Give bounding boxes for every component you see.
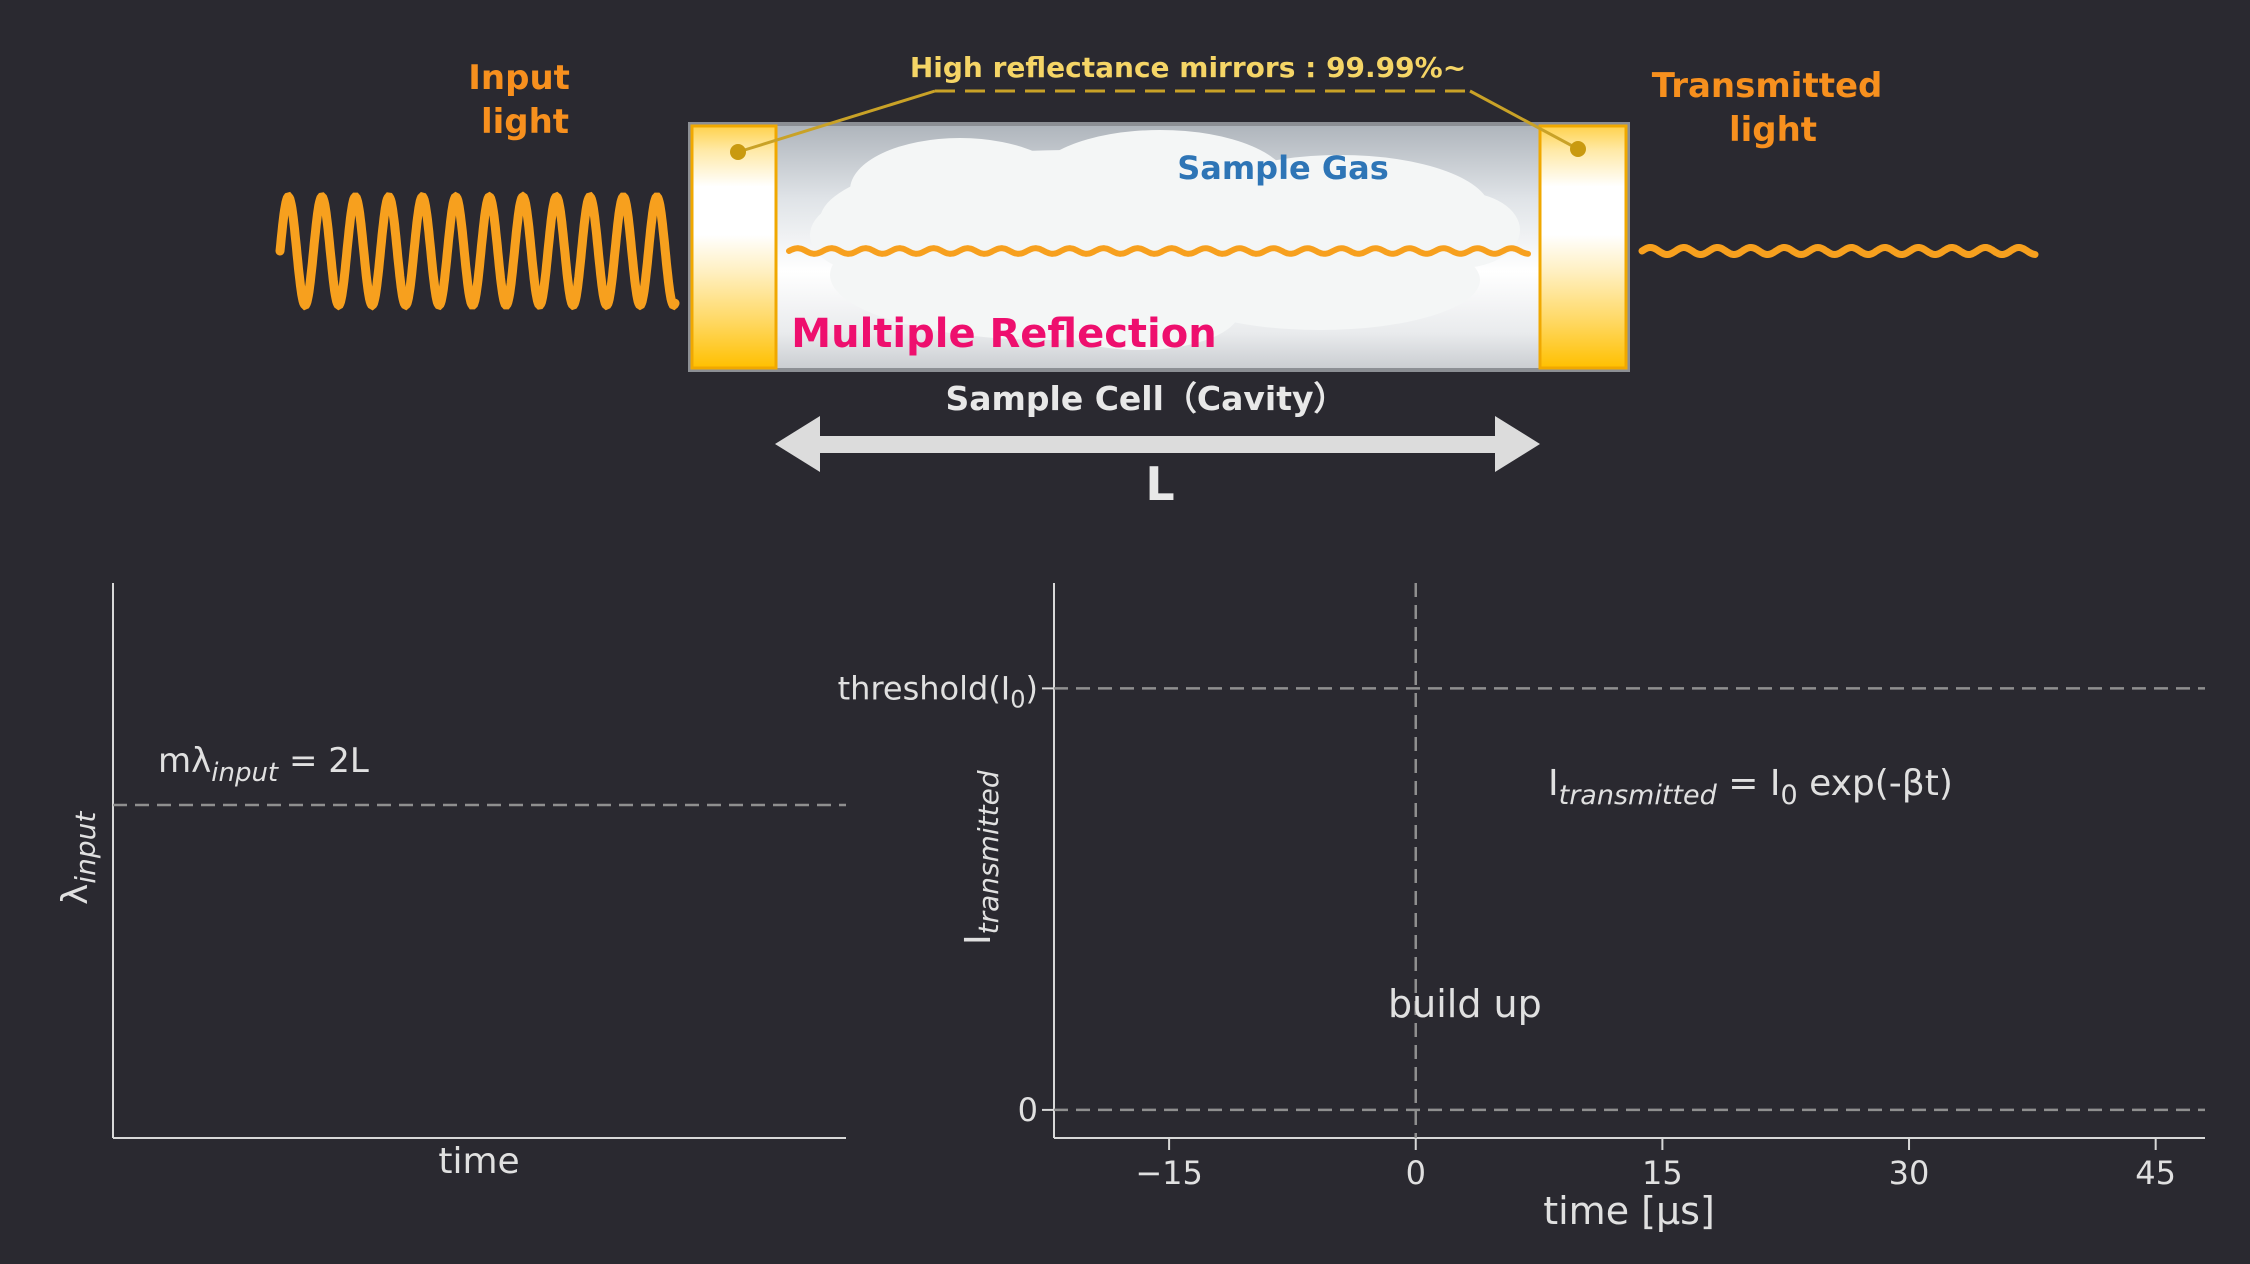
x-tick-label: 30	[1889, 1154, 1930, 1192]
y-tick-label-zero: 0	[1018, 1091, 1038, 1129]
mirror-callout-dot-left	[730, 144, 746, 160]
x-tick-label: 15	[1642, 1154, 1683, 1192]
left-plot-y-label: λinput	[55, 811, 102, 905]
build-up-label: build up	[1388, 982, 1542, 1026]
input-light-wave	[275, 191, 680, 311]
length-double-arrow	[775, 416, 1540, 472]
decay-formula-label: Itransmitted = I0 exp(-βt)	[1548, 763, 1953, 811]
cavity-light-wave	[786, 245, 1531, 257]
sample-gas-label: Sample Gas	[1177, 149, 1389, 187]
left-mirror	[690, 124, 778, 370]
x-tick-label: 0	[1406, 1154, 1426, 1192]
right-plot-y-label: Itransmitted	[958, 770, 1005, 945]
x-ticks: −15 0 15 30 45	[1135, 1138, 2176, 1192]
x-tick-label: −15	[1135, 1154, 1203, 1192]
transmitted-light-label: Transmitted light	[1652, 66, 1894, 150]
right-plot-x-label: time [μs]	[1543, 1189, 1715, 1233]
resonance-condition-label: mλinput = 2L	[158, 741, 369, 788]
length-label: L	[1145, 457, 1174, 511]
mirror-callout-leader-right	[1469, 89, 1579, 151]
left-plot: mλinput = 2L time λinput	[55, 583, 846, 1182]
multiple-reflection-label: Multiple Reflection	[791, 311, 1216, 357]
y-tick-label-threshold: threshold(I0)	[838, 669, 1038, 713]
mirror-reflectance-label: High reflectance mirrors : 99.99%~	[910, 51, 1466, 84]
x-tick-label: 45	[2135, 1154, 2176, 1192]
transmitted-light-wave	[1638, 243, 2039, 259]
sample-cell-label: Sample Cell（Cavity）	[945, 379, 1346, 418]
input-light-label: Input light	[468, 58, 582, 142]
left-plot-x-label: time	[438, 1141, 519, 1182]
cavity-diagram: Input light Transmitted light	[275, 51, 2039, 511]
mirror-callout-leader-left	[737, 89, 936, 154]
right-mirror	[1538, 124, 1628, 370]
right-plot: threshold(I0) 0 −15 0 15 30 45 Itransmitted …	[838, 583, 2205, 1233]
mirror-callout-dot-right	[1570, 141, 1586, 157]
